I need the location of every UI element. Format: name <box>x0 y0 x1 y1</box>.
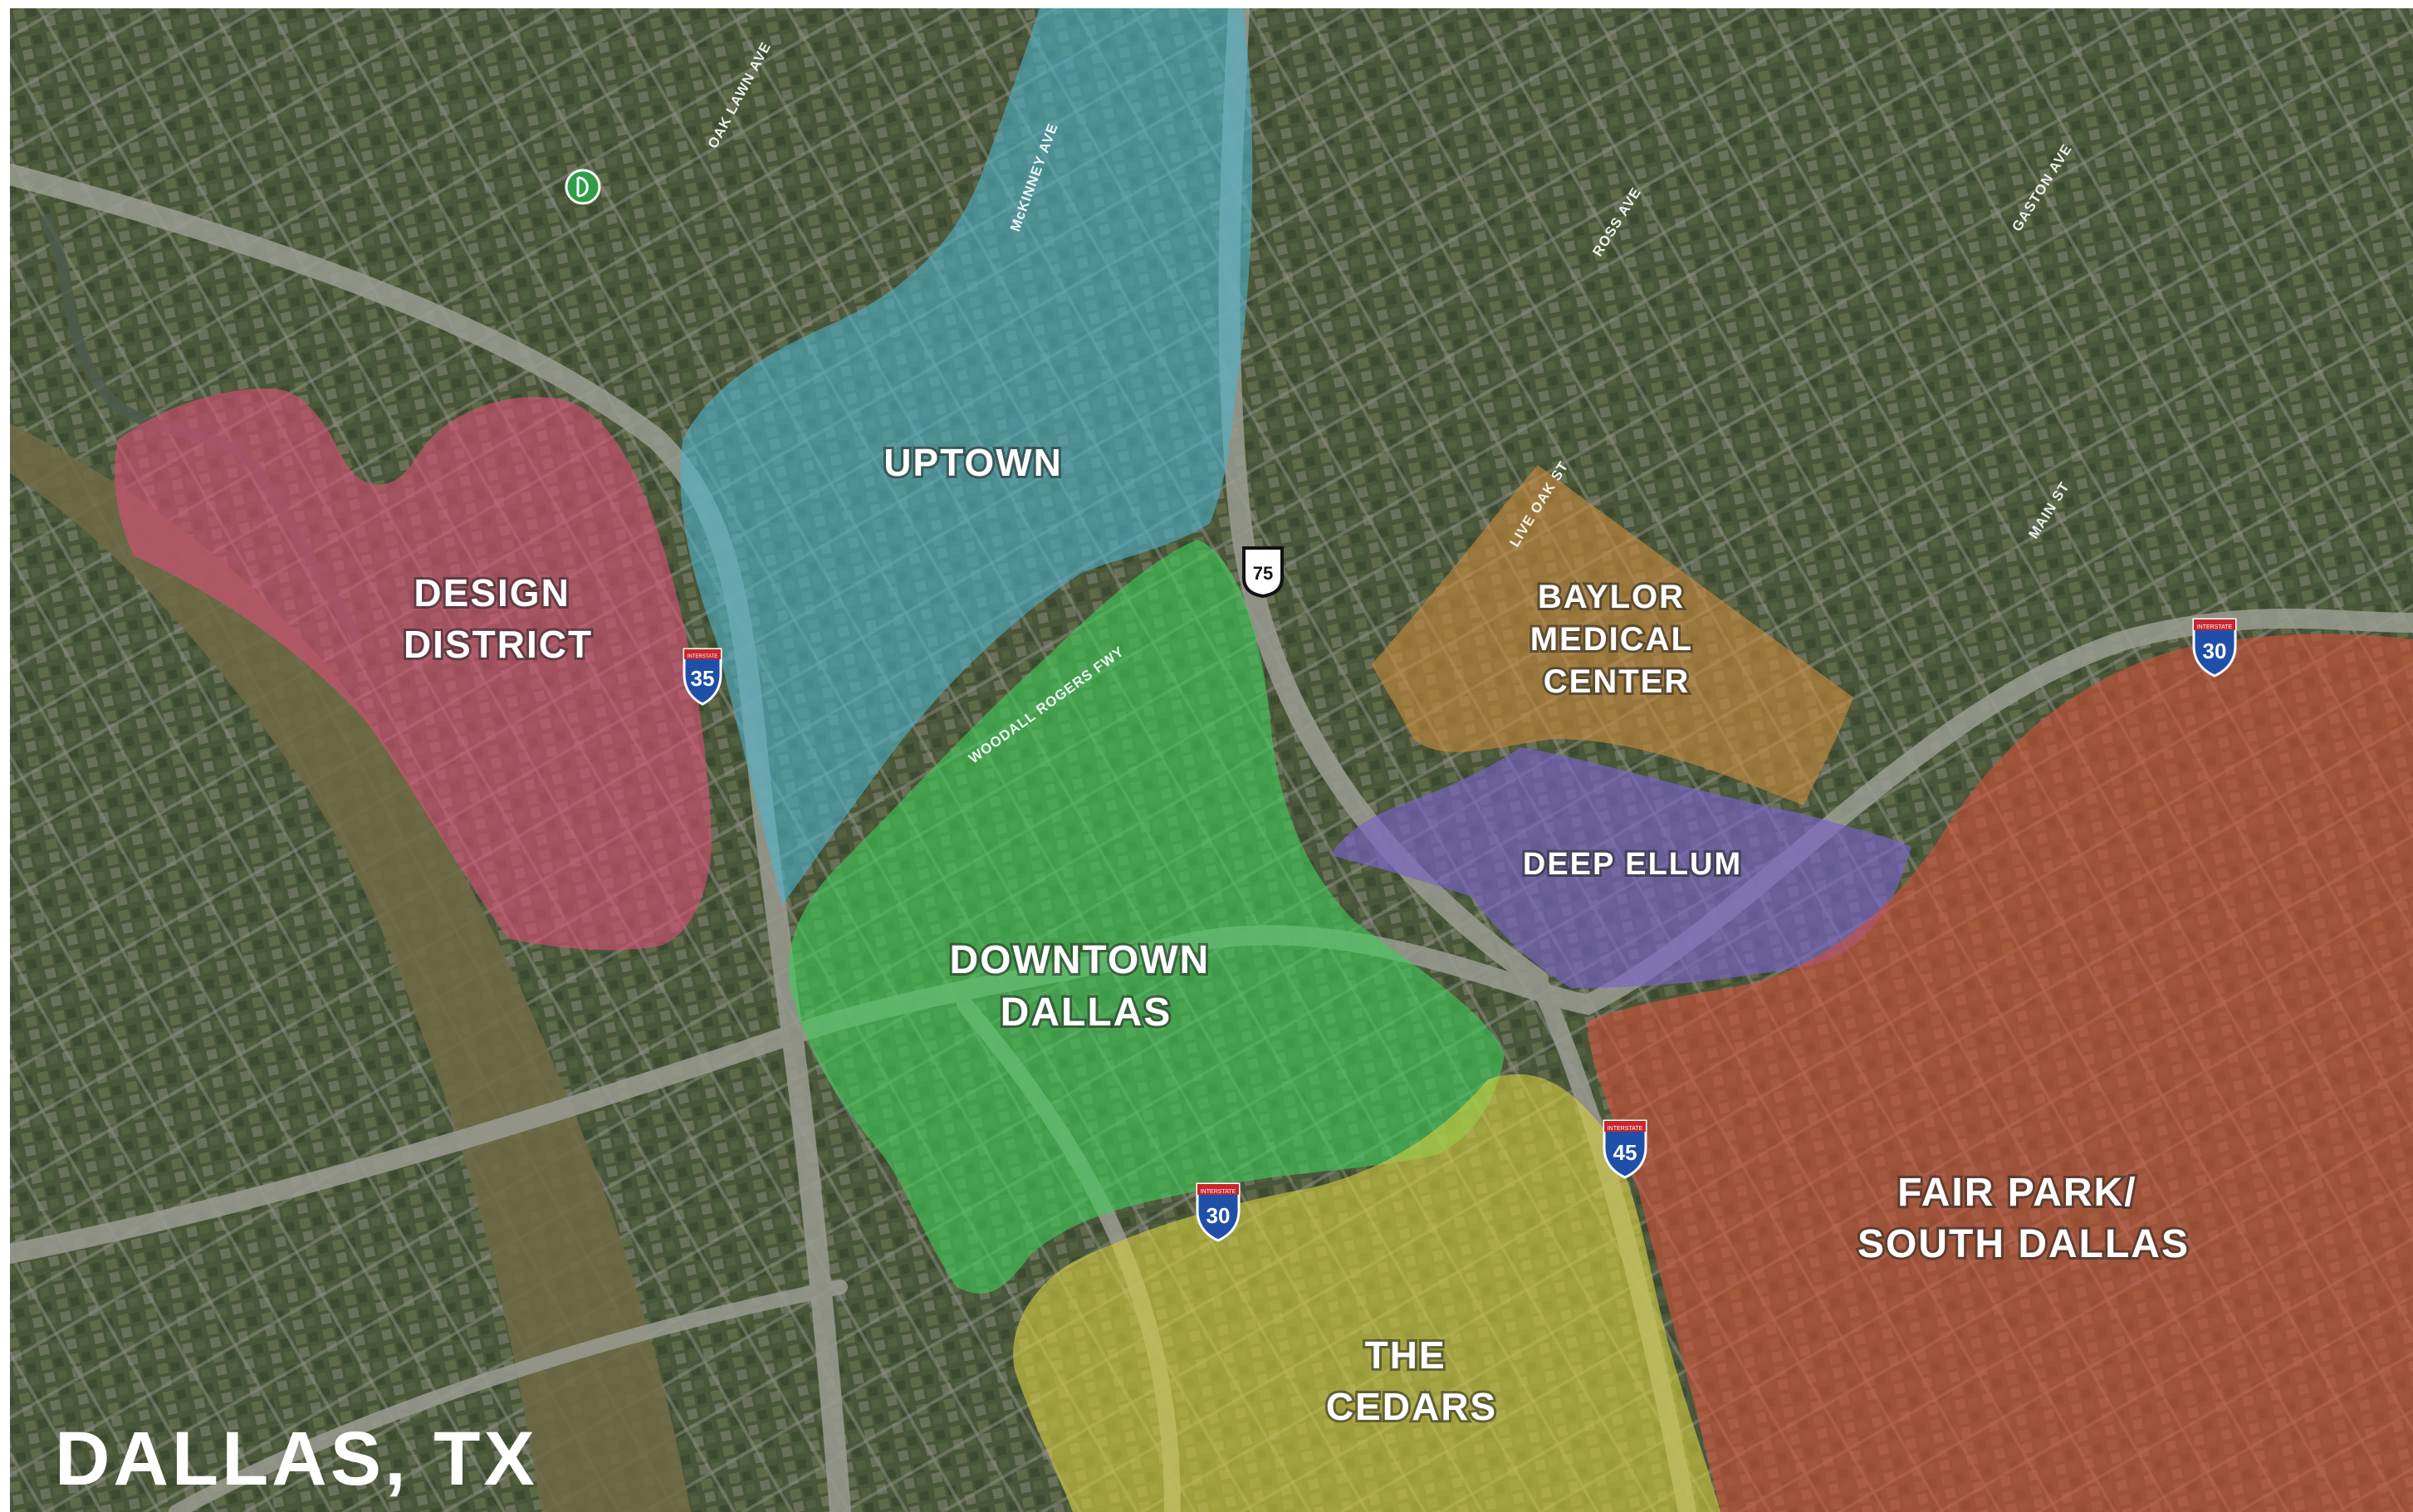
city-label: DALLAS, TX <box>55 1417 538 1501</box>
shield-header: INTERSTATE <box>1608 1126 1643 1132</box>
shield-number: 35 <box>691 666 715 691</box>
dallas-district-map: OAK LAWN AVE McKINNEY AVE ROSS AVE GASTO… <box>10 8 2413 1512</box>
shield-number: 30 <box>2203 639 2227 663</box>
district-label-design-district: DESIGN DISTRICT <box>404 571 593 666</box>
district-overlays <box>115 8 2413 1512</box>
district-label-uptown: UPTOWN <box>883 441 1063 484</box>
interstate-shield-i30-south: INTERSTATE 30 <box>1196 1182 1241 1242</box>
district-label-the-cedars: THE CEDARS <box>1326 1333 1497 1428</box>
district-label-baylor-medical-center: BAYLOR MEDICAL CENTER <box>1530 579 1704 700</box>
shield-header: INTERSTATE <box>2197 624 2233 630</box>
district-label-deep-ellum: DEEP ELLUM <box>1523 847 1742 882</box>
district-area-uptown[interactable] <box>680 8 1253 905</box>
interstate-shield-i35: INTERSTATE 35 <box>683 648 722 706</box>
district-area-design-district[interactable] <box>115 389 712 951</box>
shield-number: 45 <box>1613 1140 1637 1165</box>
shield-header: INTERSTATE <box>1201 1189 1236 1195</box>
district-label-fair-park-south-dallas: FAIR PARK/ SOUTH DALLAS <box>1857 1171 2190 1266</box>
transit-station-icon <box>565 169 601 205</box>
shield-number: 30 <box>1206 1203 1231 1228</box>
district-area-baylor-medical-center[interactable] <box>1372 465 1853 805</box>
district-label-downtown-dallas: DOWNTOWN DALLAS <box>949 938 1222 1035</box>
district-area-deep-ellum[interactable] <box>1330 747 1911 988</box>
trinity-river <box>10 423 691 1512</box>
interstate-shield-i45: INTERSTATE 45 <box>1603 1119 1647 1179</box>
us-shield-us75: 75 <box>1242 546 1284 599</box>
shield-header: INTERSTATE <box>688 654 717 659</box>
district-labels: DESIGN DISTRICT UPTOWN DOWNTOWN DALLAS B… <box>401 438 2190 1431</box>
district-area-downtown-dallas[interactable] <box>789 540 1505 1294</box>
district-area-the-cedars[interactable] <box>1013 1074 1720 1512</box>
shield-number: 75 <box>1253 563 1273 584</box>
highway-shields: INTERSTATE 35 75 INTERSTATE 30 INTERSTAT… <box>683 546 2237 1242</box>
interstate-shield-i30-east: INTERSTATE 30 <box>2192 618 2237 678</box>
district-area-fair-park-south-dallas[interactable] <box>1588 634 2413 1512</box>
